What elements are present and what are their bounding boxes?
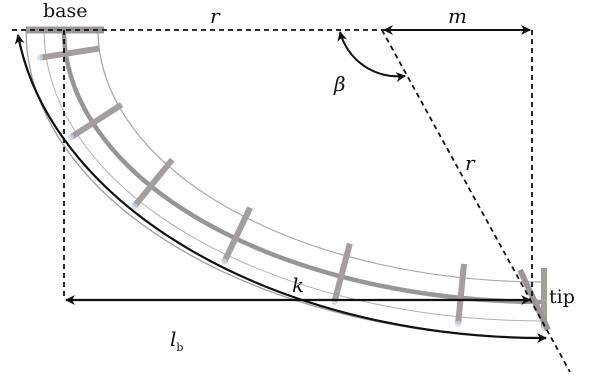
rib-tip-highlight [37,54,44,61]
arc-length-arrow [14,34,547,344]
tip-label: tip [549,286,575,308]
actuator-rib [39,45,100,61]
k-label: k [292,273,304,297]
beta-label: β [333,72,346,96]
l-letter: l [170,327,176,351]
actuator-rib [331,242,353,303]
inner-rail [97,29,545,283]
r-top-label: r [210,4,221,28]
rib-tip-highlight [131,203,138,210]
l-label: lb [170,327,183,354]
actuator-rib [69,102,124,140]
reference-lines [12,29,571,373]
r-side-label: r [465,151,476,175]
rib-tip-highlight [68,134,75,141]
rib-tip-highlight [455,320,462,327]
labels: base tip r m r β k lb [43,0,575,354]
actuator-body [25,26,551,339]
rib-tip-highlight [221,258,228,265]
m-label: m [448,4,467,28]
base-label: base [43,0,88,22]
l-subscript: b [176,341,183,354]
dimension-arrows [14,25,547,344]
beta-angle-arrow [337,31,406,83]
actuator-rib [455,263,467,324]
